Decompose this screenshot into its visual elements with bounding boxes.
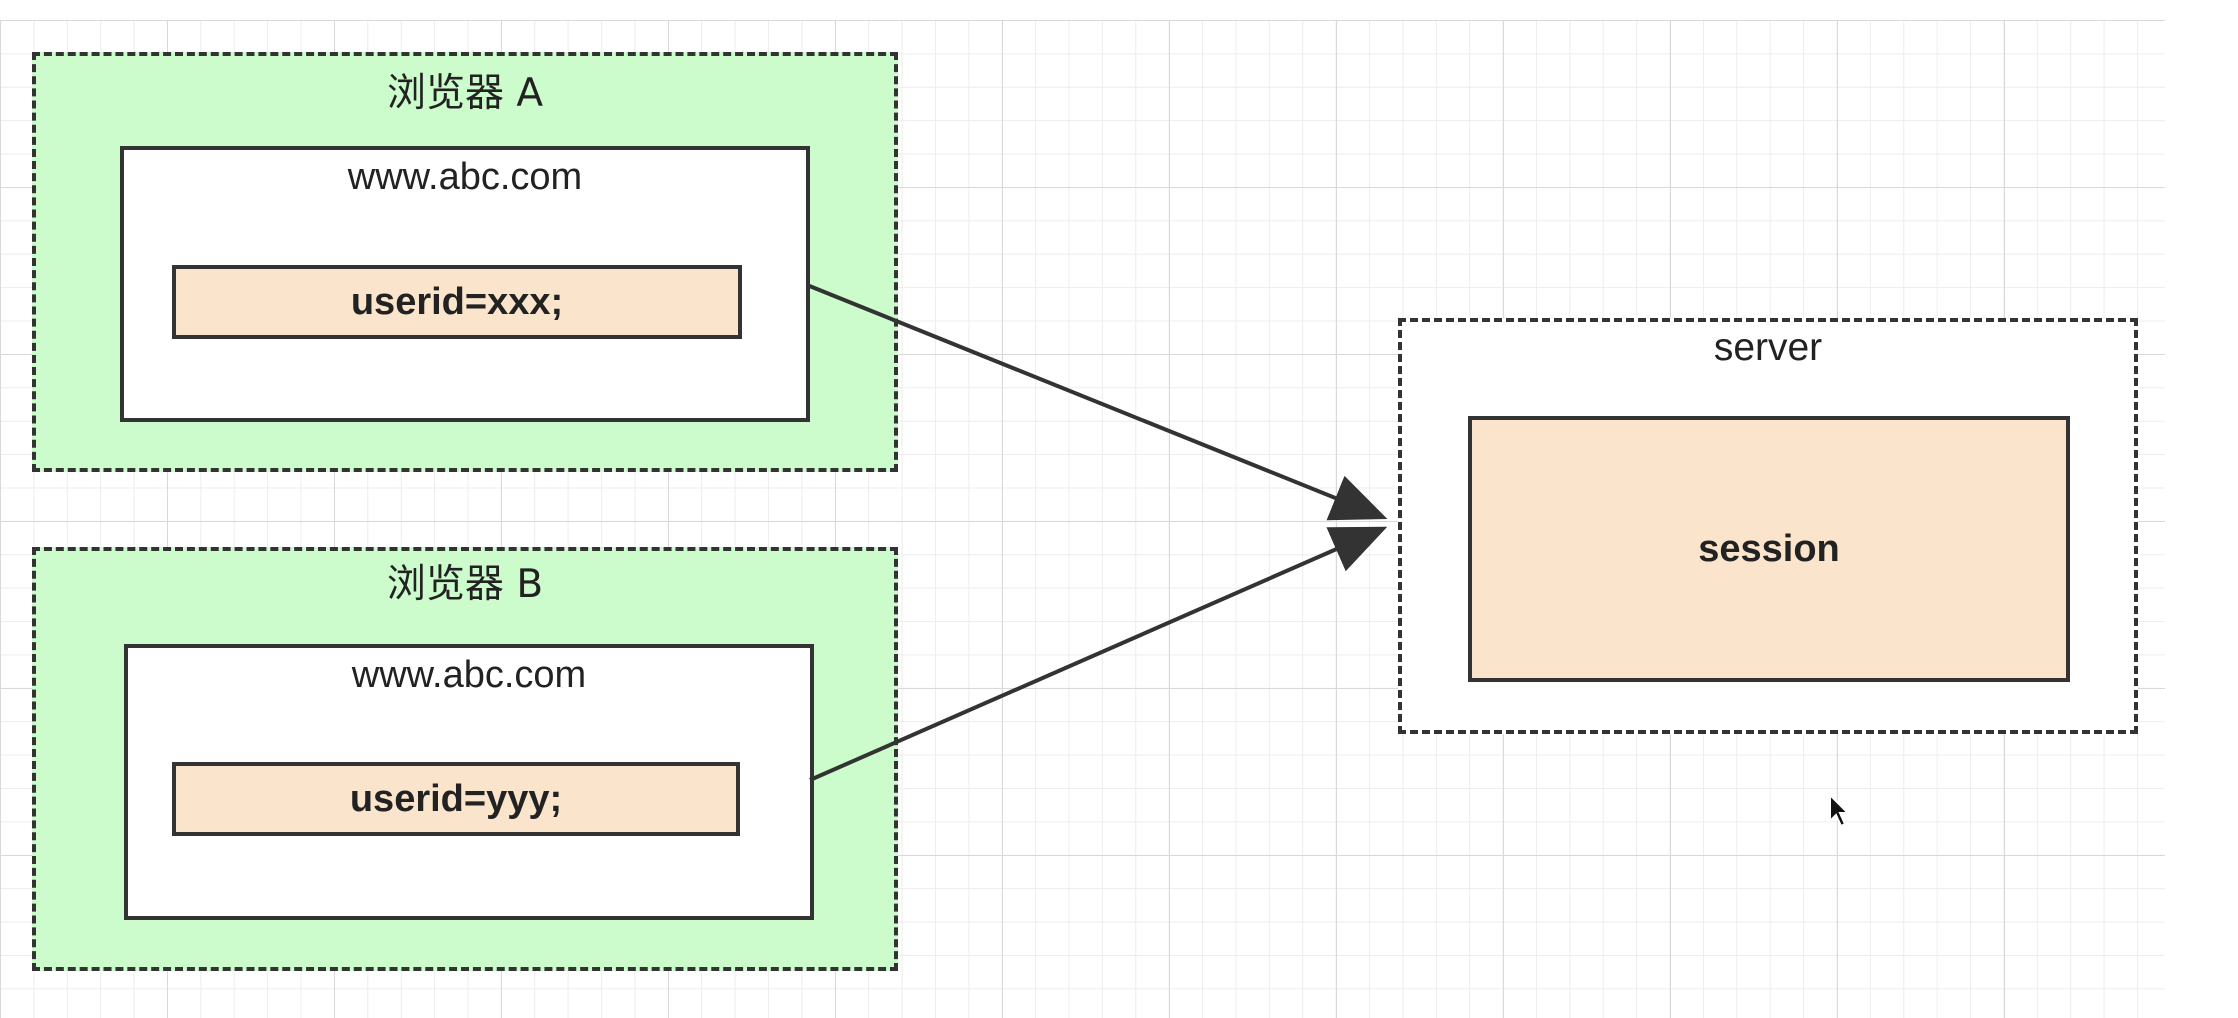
browser-b-cookie[interactable]: userid=yyy;	[172, 762, 740, 836]
browser-a-label: 浏览器 A	[386, 71, 544, 116]
browser-b-site-label: www.abc.com	[351, 654, 587, 696]
mouse-pointer-icon	[1829, 793, 1851, 828]
browser-b-label: 浏览器 B	[386, 562, 544, 607]
browser-b-group[interactable]: 浏览器 B www.abc.com userid=yyy;	[32, 547, 898, 971]
session-box[interactable]: session	[1468, 416, 2070, 682]
server-group[interactable]: server session	[1398, 318, 2138, 734]
browser-b-site-box[interactable]: www.abc.com userid=yyy;	[124, 644, 814, 920]
browser-a-site-label: www.abc.com	[347, 156, 583, 198]
browser-a-site-box[interactable]: www.abc.com userid=xxx;	[120, 146, 810, 422]
server-label: server	[1713, 326, 1823, 369]
browser-a-group[interactable]: 浏览器 A www.abc.com userid=xxx;	[32, 52, 898, 472]
browser-a-cookie[interactable]: userid=xxx;	[172, 265, 742, 339]
